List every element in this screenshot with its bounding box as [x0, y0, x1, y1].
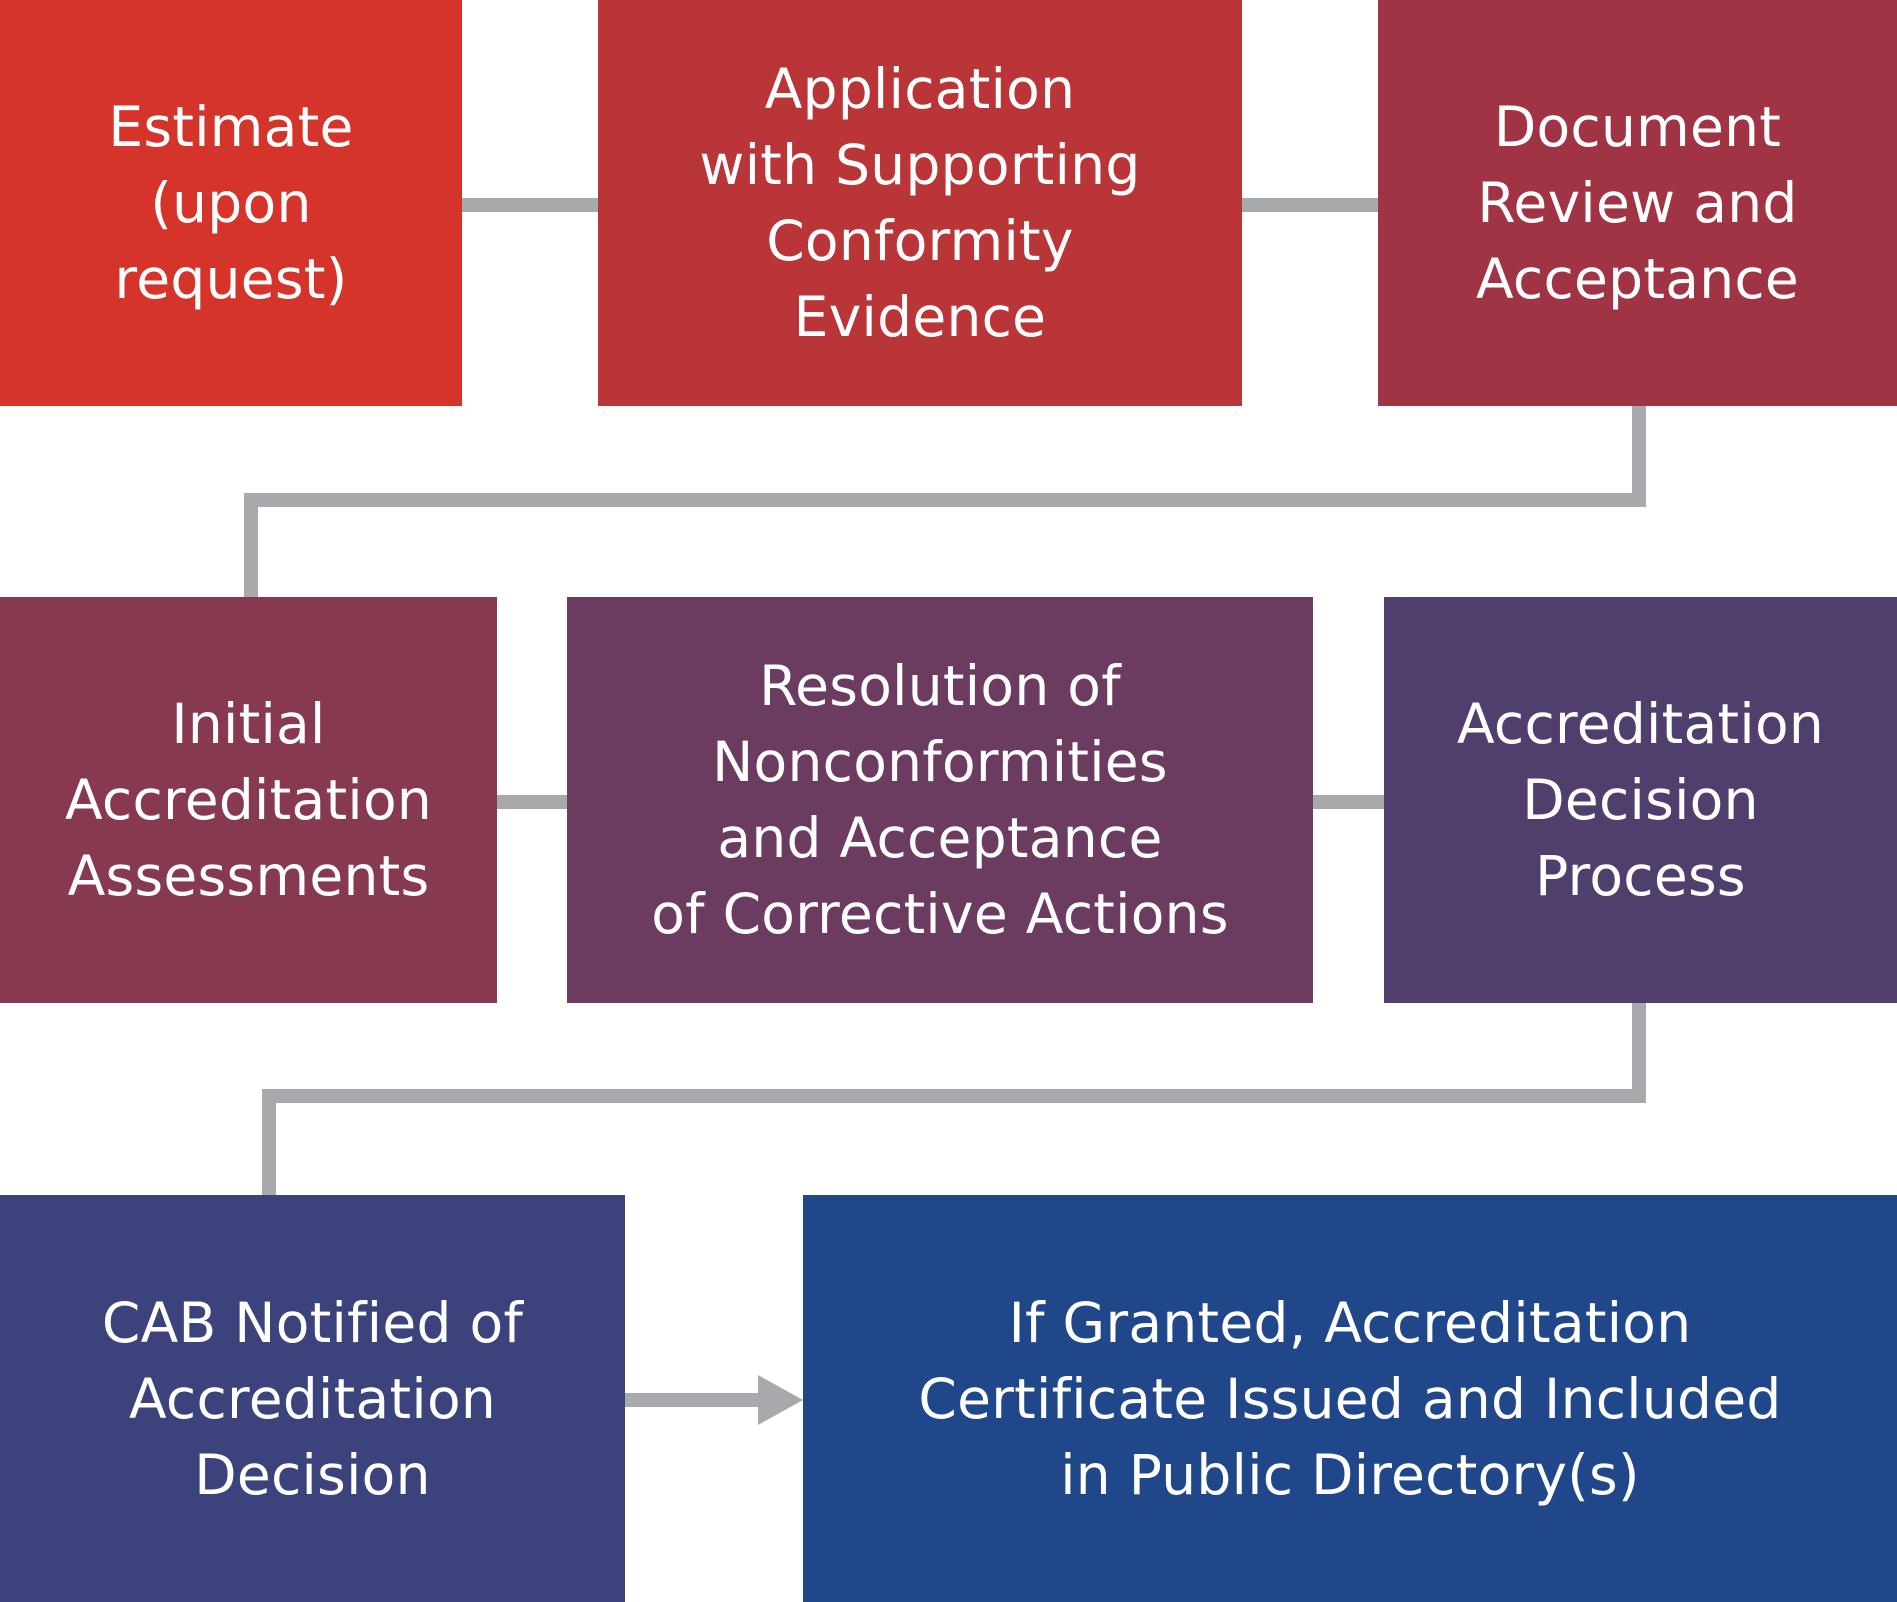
step-estimate-label: Estimate (upon request) [108, 95, 354, 311]
step-application-label: Application with Supporting Conformity E… [699, 57, 1141, 349]
connector-application-to-document-review [1242, 198, 1379, 212]
arrow-head-icon [758, 1375, 803, 1425]
connector-cab-notified-up [262, 1089, 276, 1195]
connector-initial-assessments-up [244, 493, 258, 597]
step-estimate: Estimate (upon request) [0, 0, 462, 406]
step-document-review-label: Document Review and Acceptance [1475, 95, 1800, 311]
step-resolution: Resolution of Nonconformities and Accept… [567, 597, 1313, 1003]
step-resolution-label: Resolution of Nonconformities and Accept… [651, 654, 1229, 946]
step-application: Application with Supporting Conformity E… [598, 0, 1242, 406]
connector-decision-process-down [1632, 1003, 1646, 1103]
step-initial-assessments-label: Initial Accreditation Assessments [64, 692, 433, 908]
step-cab-notified: CAB Notified of Accreditation Decision [0, 1195, 625, 1602]
connector-estimate-to-application [462, 198, 599, 212]
step-certificate-issued: If Granted, Accreditation Certificate Is… [803, 1195, 1897, 1602]
connector-row1-to-row2-horizontal [244, 493, 1646, 507]
step-certificate-issued-label: If Granted, Accreditation Certificate Is… [918, 1290, 1782, 1507]
step-decision-process: Accreditation Decision Process [1384, 597, 1897, 1003]
connector-resolution-to-decision-process [1312, 795, 1384, 809]
step-initial-assessments: Initial Accreditation Assessments [0, 597, 497, 1003]
step-decision-process-label: Accreditation Decision Process [1456, 692, 1825, 908]
arrow-shaft-cab-to-certificate [625, 1393, 760, 1407]
connector-initial-to-resolution [496, 795, 568, 809]
step-cab-notified-label: CAB Notified of Accreditation Decision [101, 1290, 524, 1507]
connector-row2-to-row3-horizontal [262, 1089, 1646, 1103]
step-document-review: Document Review and Acceptance [1378, 0, 1897, 406]
connector-document-review-down [1632, 406, 1646, 507]
